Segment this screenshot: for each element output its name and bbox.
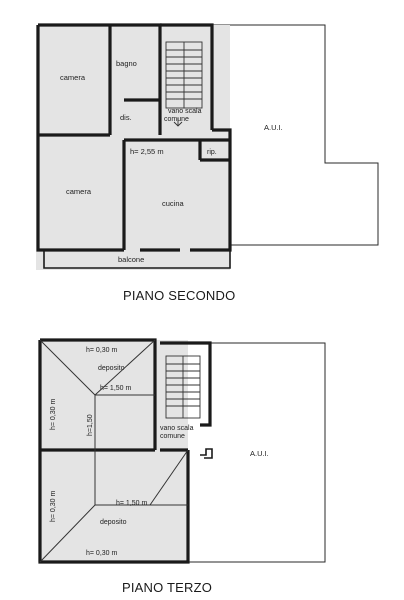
- room-label-camera-bottom: camera: [66, 187, 92, 196]
- room-label-deposito-top: deposito: [98, 365, 125, 372]
- caption-piano-terzo: PIANO TERZO: [122, 580, 212, 595]
- room-label-camera-top: camera: [60, 73, 86, 82]
- right-wall-second: [190, 128, 232, 252]
- aui-label-third: A.U.I.: [250, 449, 269, 458]
- room-label-balcone: balcone: [118, 255, 144, 264]
- height-label-mid: h= 1,50 m: [100, 385, 131, 392]
- height-label-bottom: h= 0,30 m: [86, 550, 117, 557]
- height-label-vertical: h=1,50: [87, 414, 94, 436]
- caption-piano-secondo: PIANO SECONDO: [123, 288, 235, 303]
- room-label-comune-third: comune: [160, 433, 185, 440]
- staircase-third: [165, 355, 201, 419]
- room-label-bagno: bagno: [116, 59, 137, 68]
- height-label-top: h= 0,30 m: [86, 347, 117, 354]
- staircase-second: [165, 41, 203, 127]
- room-label-cucina: cucina: [162, 199, 185, 208]
- stair-wall-top-second: [160, 23, 214, 130]
- height-label-left-upper: h= 0,30 m: [50, 399, 57, 430]
- balcony-outline-second: [43, 250, 231, 269]
- aui-outline-second: [212, 24, 379, 246]
- height-label-lower-right: h= 1,50 m: [116, 500, 147, 507]
- room-label-rip: rip.: [207, 149, 217, 156]
- third-floor-plan: h= 0,30 m deposito h= 1,50 m h= 0,30 m h…: [38, 338, 326, 595]
- roof-slopes-third: [39, 339, 189, 563]
- apartment-fill-second: [36, 25, 230, 270]
- room-label-vano-scala: vano scala: [168, 108, 202, 115]
- aui-outline-third: [185, 342, 326, 563]
- height-label-left-lower: h= 0,30 m: [50, 491, 57, 522]
- room-label-dis: dis.: [120, 113, 132, 122]
- height-label-second: h= 2,55 m: [130, 147, 164, 156]
- aui-label-second: A.U.I.: [264, 123, 283, 132]
- room-label-comune: comune: [164, 116, 189, 123]
- chimney-mark-third: [200, 448, 213, 459]
- second-floor-plan: camera bagno vano scala comune dis. h= 2…: [36, 23, 379, 303]
- exterior-wall-left-second: [36, 25, 44, 252]
- room-label-deposito-bottom: deposito: [100, 519, 127, 526]
- stair-wall-third: [160, 341, 212, 427]
- room-label-vano-scala-third: vano scala: [160, 425, 194, 432]
